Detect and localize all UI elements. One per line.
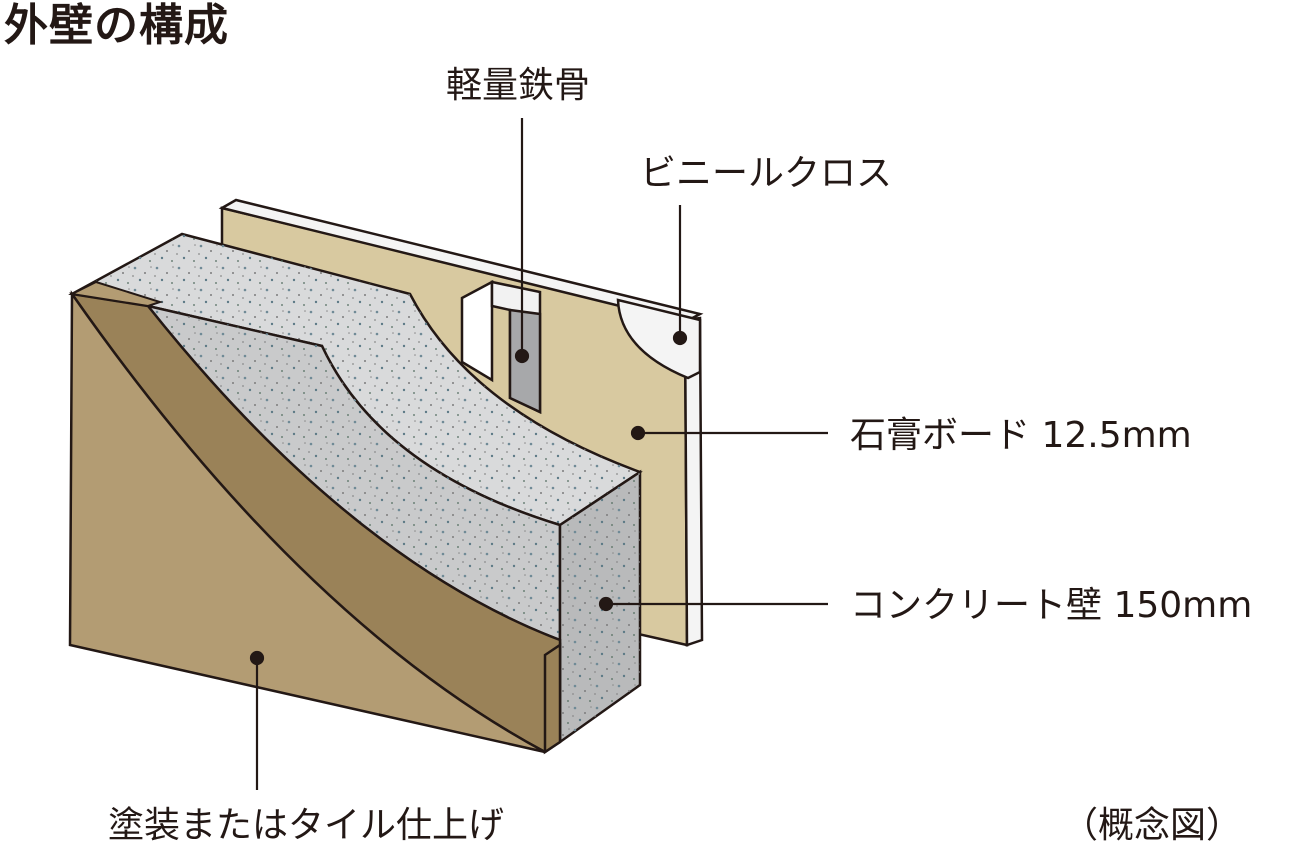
dot-concrete <box>598 596 614 612</box>
dot-gypsum <box>630 425 646 441</box>
leader-lines <box>249 118 828 790</box>
label-finish: 塗装またはタイル仕上げ <box>108 805 505 846</box>
concept-note: （概念図） <box>1062 805 1243 846</box>
finish-layer <box>68 280 562 755</box>
page-title: 外壁の構成 <box>4 0 229 51</box>
label-concrete-wall: コンクリート壁 150mm <box>850 585 1253 626</box>
dot-steel <box>514 348 530 364</box>
dot-finish <box>249 650 265 666</box>
dot-cloth <box>672 330 688 346</box>
light-steel-frame <box>460 279 542 414</box>
label-gypsum-board: 石膏ボード 12.5mm <box>850 415 1192 456</box>
label-vinyl-cloth: ビニールクロス <box>640 153 893 194</box>
label-light-steel-frame: 軽量鉄骨 <box>446 65 591 106</box>
